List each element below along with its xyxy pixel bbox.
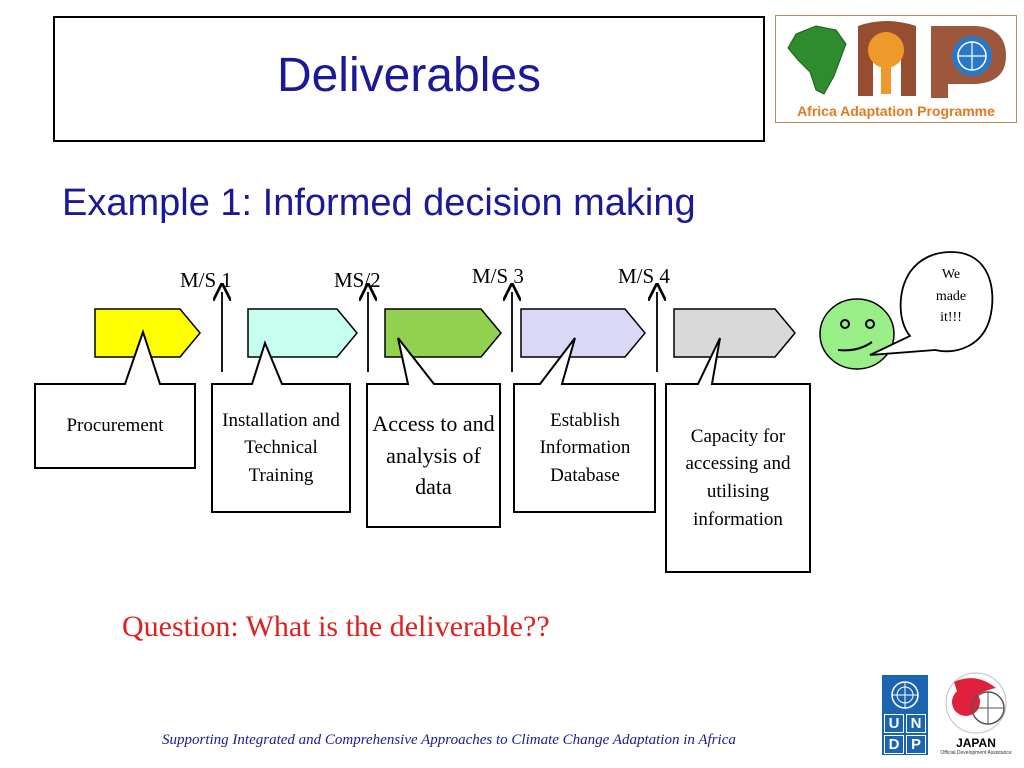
callout-box-4	[513, 337, 656, 513]
undp-letter-d: D	[884, 735, 904, 754]
undp-letter-n: N	[906, 714, 926, 733]
stage-label-database: Establish Information Database	[539, 409, 631, 486]
smiley-face-icon	[819, 298, 895, 370]
footer-tagline: Supporting Integrated and Comprehensive …	[162, 732, 736, 748]
milestone-label-4: M/S 4	[618, 264, 670, 288]
callout-box-2	[211, 340, 351, 513]
aap-logo-caption: Africa Adaptation Programme	[797, 103, 995, 119]
callout-box-3	[366, 337, 501, 528]
title-box: Deliverables	[53, 16, 765, 142]
baobab-tree-icon	[868, 32, 904, 94]
undp-letter-u: U	[884, 714, 904, 733]
speech-bubble-text: We made it!!!	[935, 267, 967, 326]
milestone-label-2: MS/2	[334, 268, 381, 292]
undp-logo: U N D P	[882, 675, 928, 755]
milestone-label-3: M/S 3	[472, 264, 524, 288]
japan-oda-logo: JAPAN Official Development Assistance	[936, 670, 1016, 758]
speech-bubble	[869, 251, 994, 356]
question-text: Question: What is the deliverable??	[122, 610, 550, 643]
stage-label-procurement: Procurement	[66, 415, 164, 437]
callout-box-5	[665, 337, 811, 573]
milestone-label-1: M/S 1	[180, 268, 232, 292]
stage-chevron-4	[520, 308, 646, 358]
japan-label: JAPAN	[956, 736, 996, 750]
callout-box-1	[34, 328, 196, 469]
japan-globe-icon	[945, 672, 1007, 734]
japan-sublabel: Official Development Assistance	[940, 750, 1012, 756]
stage-chevron-2	[247, 308, 358, 358]
africa-map-icon	[787, 25, 847, 95]
stage-chevron-1	[94, 308, 201, 358]
stage-label-capacity: Capacity for accessing and utilising inf…	[685, 425, 791, 530]
stage-chevron-5	[673, 308, 796, 358]
page-title: Deliverables	[276, 49, 542, 102]
undp-letter-p: P	[906, 735, 926, 754]
stage-chevron-3	[384, 308, 502, 358]
section-subtitle: Example 1: Informed decision making	[62, 182, 696, 224]
un-emblem-icon	[952, 36, 992, 76]
stage-label-access-analysis: Access to and analysis of data	[372, 410, 495, 500]
aap-logo: Africa Adaptation Programme	[775, 15, 1017, 123]
stage-label-installation: Installation and Technical Training	[222, 409, 340, 486]
un-globe-icon	[891, 681, 919, 709]
aap-logo-graphic	[787, 21, 1006, 98]
